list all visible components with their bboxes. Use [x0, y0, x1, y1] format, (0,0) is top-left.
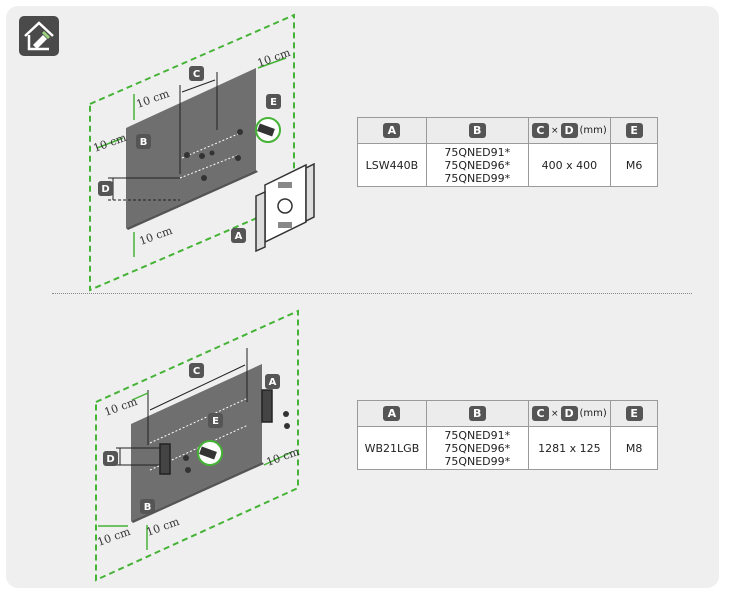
badge-d: D	[98, 181, 113, 196]
col-header-screw: E	[610, 400, 658, 427]
badge-a: A	[265, 374, 280, 389]
cxd-cell: 1281 x 125	[527, 426, 612, 470]
tv-model: 75QNED91*	[444, 145, 511, 159]
svg-text:B: B	[144, 502, 152, 513]
tv-model: 75QNED96*	[444, 441, 511, 455]
tv-back-panel	[131, 364, 262, 521]
badge-e: E	[266, 94, 281, 109]
clearance-label: 10 cm	[96, 525, 133, 549]
unit-label: (mm)	[579, 125, 607, 136]
tv-back-panel	[126, 68, 256, 228]
svg-text:C: C	[193, 366, 200, 377]
col-header-tv: B	[425, 117, 529, 144]
tv-model: 75QNED96*	[444, 158, 511, 172]
wall-mount-icon	[19, 16, 59, 56]
badge-d: D	[560, 123, 578, 138]
svg-text:A: A	[269, 377, 277, 388]
col-header-cxd: C×D(mm)	[527, 400, 612, 427]
tv-models-cell: 75QNED91* 75QNED96* 75QNED99*	[425, 143, 529, 187]
badge-d: D	[103, 451, 118, 466]
badge-d: D	[560, 406, 578, 421]
svg-text:D: D	[106, 454, 114, 465]
tv-model: 75QNED91*	[444, 428, 511, 442]
table-row: WB21LGB 75QNED91* 75QNED96* 75QNED99* 12…	[357, 426, 658, 470]
badge-c: C	[531, 123, 549, 138]
svg-text:D: D	[101, 184, 109, 195]
badge-e: E	[625, 123, 643, 138]
tv-models-cell: 75QNED91* 75QNED96* 75QNED99*	[425, 426, 529, 470]
times-sign: ×	[550, 125, 559, 136]
screw-cell: M8	[610, 426, 658, 470]
badge-a: A	[231, 228, 246, 243]
model-cell: LSW440B	[357, 143, 427, 187]
badge-c: C	[189, 66, 204, 81]
badge-e: E	[208, 413, 223, 428]
col-header-screw: E	[610, 117, 658, 144]
svg-text:B: B	[140, 137, 148, 148]
model-cell: WB21LGB	[357, 426, 427, 470]
screw-cell: M6	[610, 143, 658, 187]
col-header-model: A	[357, 400, 427, 427]
badge-b: B	[468, 123, 486, 138]
unit-label: (mm)	[579, 408, 607, 419]
tv-model: 75QNED99*	[444, 454, 511, 468]
svg-text:E: E	[212, 416, 219, 427]
svg-text:C: C	[193, 69, 200, 80]
col-header-tv: B	[425, 400, 529, 427]
spec-table-header-row: A B C×D(mm) E	[357, 400, 658, 427]
badge-c: C	[531, 406, 549, 421]
clearance-label: 10 cm	[103, 395, 140, 419]
wall-bracket	[159, 389, 273, 475]
badge-b: B	[468, 406, 486, 421]
times-sign: ×	[550, 408, 559, 419]
tv-model: 75QNED99*	[444, 171, 511, 185]
spec-table-lsw440b: A B C×D(mm) E LSW440B 75QNED91* 75QNED96…	[357, 117, 658, 187]
badge-a: A	[383, 123, 401, 138]
badge-c: C	[189, 363, 204, 378]
cxd-cell: 400 x 400	[527, 143, 612, 187]
spec-table-header-row: A B C×D(mm) E	[357, 117, 658, 144]
clearance-label: 10 cm	[265, 445, 302, 469]
badge-b: B	[140, 499, 155, 514]
col-header-cxd: C×D(mm)	[527, 117, 612, 144]
svg-text:A: A	[235, 231, 243, 242]
clearance-boundary	[89, 13, 295, 292]
clearance-label: 10 cm	[145, 515, 182, 539]
col-header-model: A	[357, 117, 427, 144]
svg-text:E: E	[270, 97, 277, 108]
section-divider	[52, 293, 692, 294]
instruction-card	[6, 6, 719, 588]
wall-bracket	[255, 162, 315, 253]
spec-table-wb21lgb: A B C×D(mm) E WB21LGB 75QNED91* 75QNED96…	[357, 400, 658, 470]
table-row: LSW440B 75QNED91* 75QNED96* 75QNED99* 40…	[357, 143, 658, 187]
badge-b: B	[136, 134, 151, 149]
badge-a: A	[383, 406, 401, 421]
badge-e: E	[625, 406, 643, 421]
